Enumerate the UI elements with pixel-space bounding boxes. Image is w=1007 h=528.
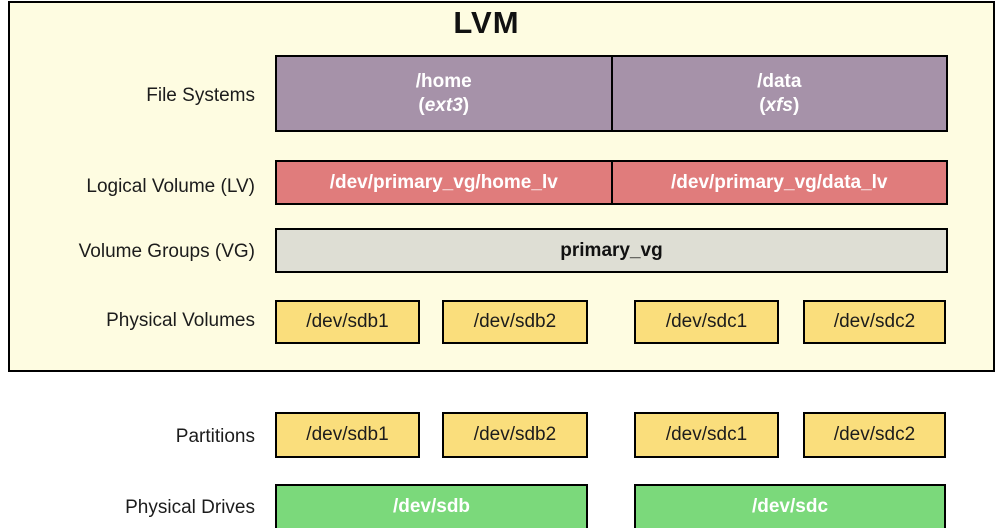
partition-box-sdb1: /dev/sdb1 (275, 412, 420, 458)
diagram-title: LVM (453, 5, 520, 40)
row-label-physical-drives: Physical Drives (125, 497, 255, 518)
fs-box-home: /home (ext3) (277, 57, 611, 130)
lv-box-data: /dev/primary_vg/data_lv (610, 162, 946, 203)
drive-box-sdc: /dev/sdc (634, 484, 946, 528)
row-label-physical-volumes: Physical Volumes (106, 310, 255, 331)
pv-box-sdb1: /dev/sdb1 (275, 300, 420, 344)
lv-box-home: /dev/primary_vg/home_lv (277, 162, 611, 203)
partition-box-sdb2: /dev/sdb2 (442, 412, 588, 458)
fs-type-home: (ext3) (418, 94, 470, 116)
row-label-logical-volume: Logical Volume (LV) (86, 176, 255, 197)
file-systems-row: /home (ext3) /data (xfs) (275, 55, 948, 132)
volume-groups-row: primary_vg (275, 228, 948, 273)
logical-volume-row: /dev/primary_vg/home_lv /dev/primary_vg/… (275, 160, 948, 205)
row-label-partitions: Partitions (175, 426, 255, 447)
pv-box-sdc1: /dev/sdc1 (634, 300, 779, 344)
partition-box-sdc2: /dev/sdc2 (803, 412, 946, 458)
fs-box-data: /data (xfs) (610, 57, 946, 130)
drive-box-sdb: /dev/sdb (275, 484, 588, 528)
row-label-volume-groups: Volume Groups (VG) (78, 241, 255, 262)
fs-mount-data: /data (757, 70, 802, 92)
partition-box-sdc1: /dev/sdc1 (634, 412, 779, 458)
row-label-file-systems: File Systems (146, 85, 255, 106)
vg-box-primary: primary_vg (277, 230, 946, 271)
fs-mount-home: /home (415, 70, 472, 92)
fs-type-data: (xfs) (759, 94, 800, 116)
pv-box-sdb2: /dev/sdb2 (442, 300, 588, 344)
pv-box-sdc2: /dev/sdc2 (803, 300, 946, 344)
